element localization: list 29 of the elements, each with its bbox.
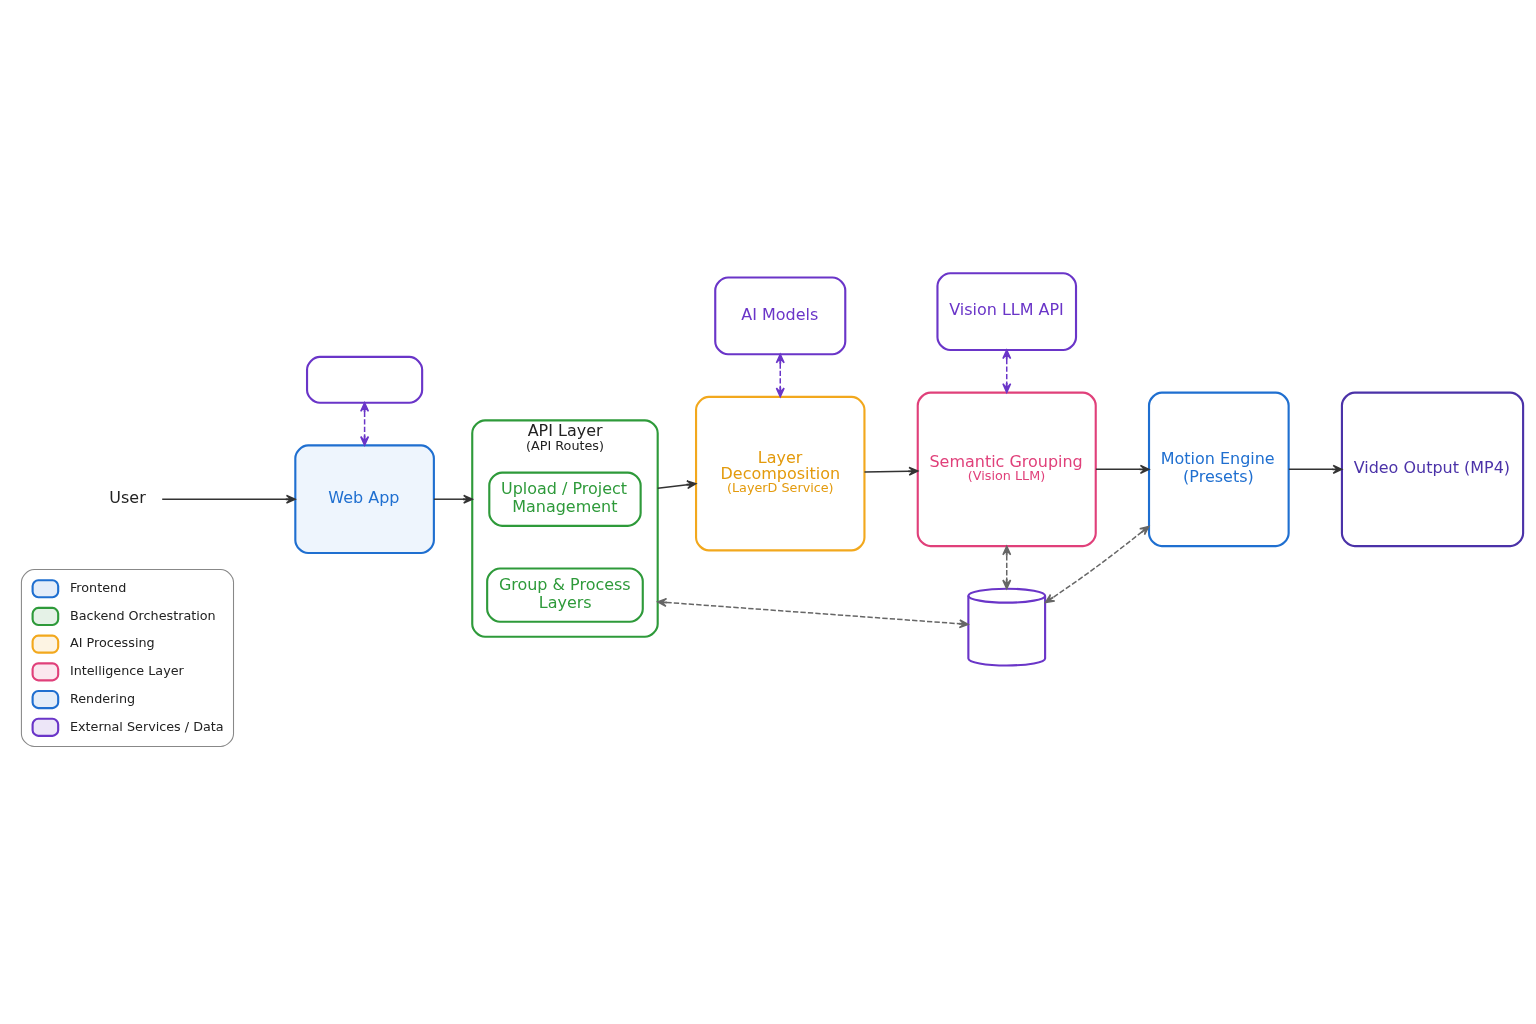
- node-box: Layer Decomposition (LayerD Service): [695, 395, 866, 552]
- arrow: [1002, 349, 1012, 394]
- legend-label: Rendering: [69, 690, 136, 706]
- arrow: [775, 353, 785, 398]
- node-box: Upload / Project Management: [488, 471, 642, 527]
- node-box: Video Output (MP4): [1340, 391, 1525, 548]
- node-box: Web App: [294, 444, 435, 555]
- arrow: [360, 402, 370, 446]
- node-box: Vision LLM API: [936, 272, 1078, 352]
- node-box: Semantic Grouping (Vision LLM): [916, 391, 1097, 548]
- arrow: [863, 466, 919, 476]
- legend-label: Backend Orchestration: [69, 607, 216, 623]
- legend-label: AI Processing: [69, 635, 155, 651]
- node-text: User: [109, 487, 146, 507]
- arrow: [1095, 464, 1150, 474]
- arrow: [161, 494, 296, 504]
- arrow: [1002, 545, 1012, 590]
- arrow: [1288, 464, 1343, 474]
- node-box: Group & Process Layers: [486, 567, 644, 623]
- node-box: Motion Engine (Presets): [1147, 391, 1290, 548]
- legend-label: Frontend: [69, 580, 127, 596]
- legend-label: Intelligence Layer: [69, 663, 184, 679]
- node-box: AI Models: [714, 276, 847, 356]
- arrow: [656, 480, 697, 490]
- arrow: [656, 597, 969, 629]
- legend-label: External Services / Data: [69, 718, 224, 734]
- arrow: [1044, 525, 1150, 604]
- arrow: [433, 494, 473, 504]
- node-box: [306, 355, 424, 404]
